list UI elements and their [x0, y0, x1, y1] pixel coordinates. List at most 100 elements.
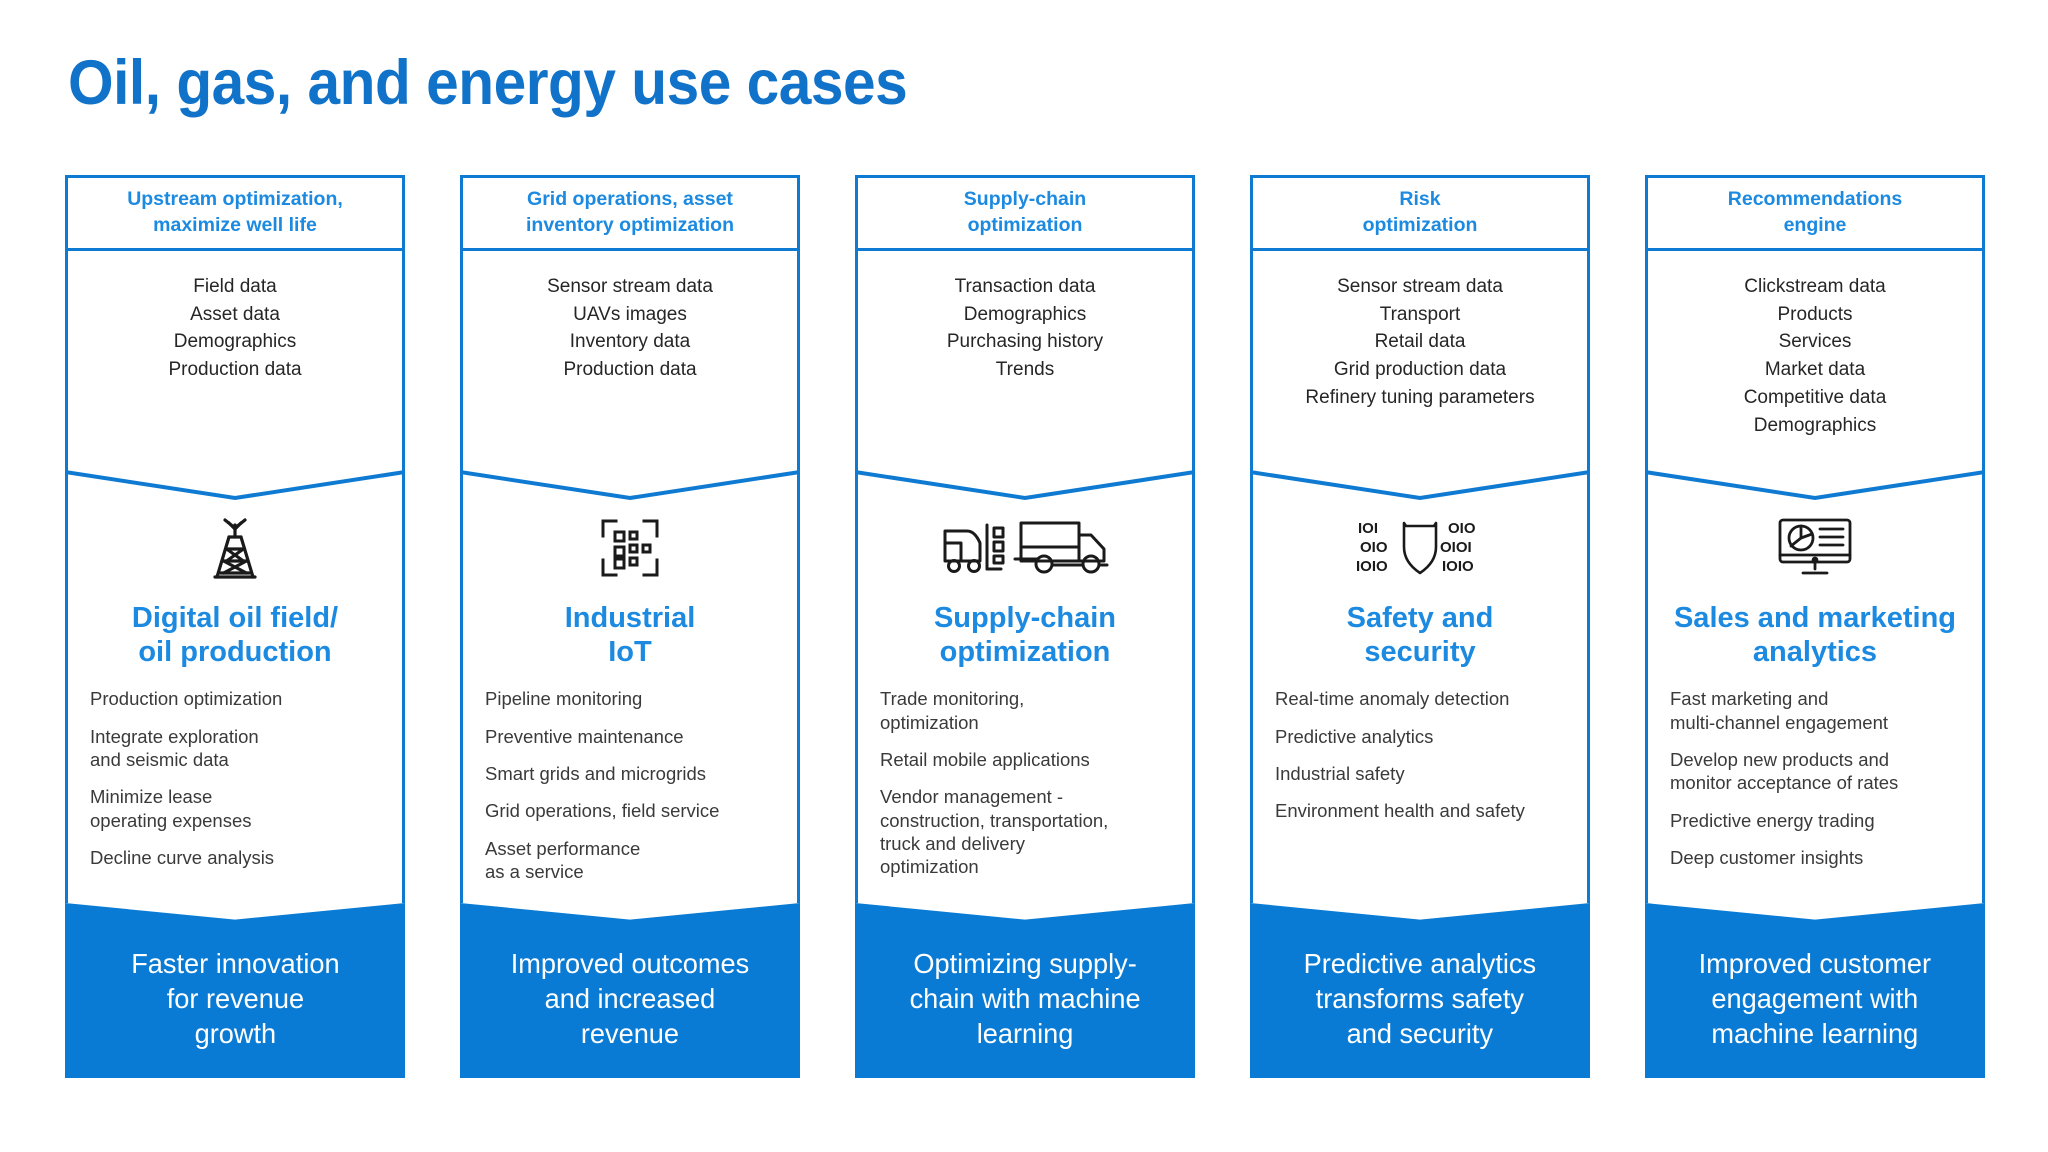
column-header-text: Upstream optimization, maximize well lif… [127, 188, 343, 236]
data-source-item: Field data [193, 276, 277, 297]
capability-item: Grid operations, field service [485, 800, 720, 822]
capability-item: Asset performance as a service [485, 837, 641, 882]
data-source-item: Retail data [1374, 331, 1466, 353]
outcome-footer: Faster innovation for revenue growth [65, 903, 405, 1078]
data-source-item: Demographics [1753, 414, 1877, 436]
capability-item: Develop new products and monitor accepta… [1670, 749, 1899, 794]
binary-shield-icon: IOI OIO IOIO OIO OIOI IOIO [1275, 509, 1565, 587]
data-source-item: Trends [995, 359, 1055, 381]
outcome-footer-text: Faster innovation for revenue growth [130, 947, 340, 1050]
column-header: Grid operations, asset inventory optimiz… [460, 175, 800, 251]
capability-item: Predictive analytics [1275, 725, 1434, 747]
oil-derrick-icon [213, 518, 257, 579]
data-source-item: Demographics [963, 303, 1087, 325]
column-subtitle: Sales and marketing analytics [1673, 602, 1957, 669]
data-source-item: Inventory data [569, 331, 691, 353]
data-source-item: Transaction data [954, 276, 1096, 297]
data-source-item: Demographics [173, 331, 297, 353]
monitor-chart-icon [1778, 518, 1852, 575]
data-source-item: Production data [563, 359, 697, 381]
capability-item: Production optimization [90, 688, 283, 710]
data-source-item: Services [1778, 331, 1852, 353]
outcome-footer: Optimizing supply- chain with machine le… [855, 903, 1195, 1078]
column-subtitle: Supply-chain optimization [933, 602, 1117, 669]
capability-item: Preventive maintenance [485, 725, 684, 747]
capability-item: Pipeline monitoring [485, 688, 643, 710]
column-header-text: Risk optimization [1362, 188, 1478, 236]
data-source-item: Purchasing history [946, 331, 1104, 353]
column-header: Upstream optimization, maximize well lif… [65, 175, 405, 251]
column-subtitle: Safety and security [1346, 602, 1494, 669]
svg-text:IOI: IOI [1358, 520, 1378, 537]
svg-text:OIO: OIO [1448, 520, 1476, 537]
outcome-footer: Improved outcomes and increased revenue [460, 903, 800, 1078]
column-header-text: Recommendations engine [1727, 188, 1903, 236]
column-header: Supply-chain optimization [855, 175, 1195, 251]
use-case-columns: Upstream optimization, maximize well lif… [65, 175, 1985, 1078]
data-source-item: Market data [1764, 359, 1866, 381]
outcome-footer-text: Predictive analytics transforms safety a… [1303, 947, 1537, 1050]
svg-text:IOIO: IOIO [1442, 558, 1474, 575]
column-subtitle: Digital oil field/ oil production [131, 602, 339, 669]
data-source-item: Refinery tuning parameters [1305, 386, 1535, 408]
data-source-item: UAVs images [573, 303, 687, 325]
capability-list: Fast marketing and multi-channel engagem… [1670, 687, 1960, 883]
outcome-footer: Predictive analytics transforms safety a… [1250, 903, 1590, 1078]
forklift-truck-icon [880, 509, 1170, 587]
oil-derrick-icon [90, 509, 380, 587]
capability-item: Vendor management - construction, transp… [880, 786, 1109, 878]
column-header: Risk optimization [1250, 175, 1590, 251]
data-source-item: Asset data [190, 303, 280, 325]
outcome-footer-text: Improved outcomes and increased revenue [510, 947, 750, 1050]
monitor-chart-icon [1670, 509, 1960, 587]
data-source-item: Transport [1379, 303, 1461, 325]
data-source-item: Competitive data [1743, 386, 1887, 408]
capability-item: Industrial safety [1275, 763, 1405, 785]
capability-item: Minimize lease operating expenses [90, 786, 252, 831]
data-source-item: Sensor stream data [547, 276, 713, 297]
capability-item: Integrate exploration and seismic data [90, 725, 259, 771]
data-source-item: Production data [168, 359, 302, 381]
outcome-footer-text: Improved customer engagement with machin… [1698, 947, 1932, 1050]
iot-grid-icon [485, 509, 775, 587]
capability-item: Environment health and safety [1275, 800, 1525, 822]
use-case-column: Upstream optimization, maximize well lif… [65, 175, 405, 1078]
use-case-column: Grid operations, asset inventory optimiz… [460, 175, 800, 1078]
capability-item: Real-time anomaly detection [1275, 688, 1510, 710]
outcome-footer-text: Optimizing supply- chain with machine le… [909, 947, 1141, 1050]
data-source-item: Sensor stream data [1337, 276, 1503, 297]
column-body: IOI OIO IOIO OIO OIOI IOIO Safety and se… [1250, 491, 1590, 903]
data-source-item: Products [1777, 303, 1853, 325]
column-header-text: Supply-chain optimization [963, 188, 1087, 236]
capability-item: Smart grids and microgrids [485, 763, 707, 785]
capability-item: Decline curve analysis [90, 846, 275, 868]
capability-item: Retail mobile applications [880, 749, 1090, 771]
iot-grid-icon [601, 519, 659, 577]
capability-item: Trade monitoring, optimization [880, 688, 1025, 733]
column-subtitle: Industrial IoT [564, 602, 696, 669]
capability-item: Fast marketing and multi-channel engagem… [1670, 688, 1889, 733]
capability-item: Deep customer insights [1670, 846, 1864, 868]
svg-text:IOIO: IOIO [1356, 558, 1388, 575]
svg-text:OIO: OIO [1360, 539, 1388, 556]
data-source-item: Grid production data [1333, 359, 1507, 381]
column-header: Recommendations engine [1645, 175, 1985, 251]
column-header-text: Grid operations, asset inventory optimiz… [525, 188, 734, 236]
outcome-footer: Improved customer engagement with machin… [1645, 903, 1985, 1078]
data-source-item: Clickstream data [1744, 276, 1886, 297]
svg-text:OIOI: OIOI [1440, 539, 1472, 556]
